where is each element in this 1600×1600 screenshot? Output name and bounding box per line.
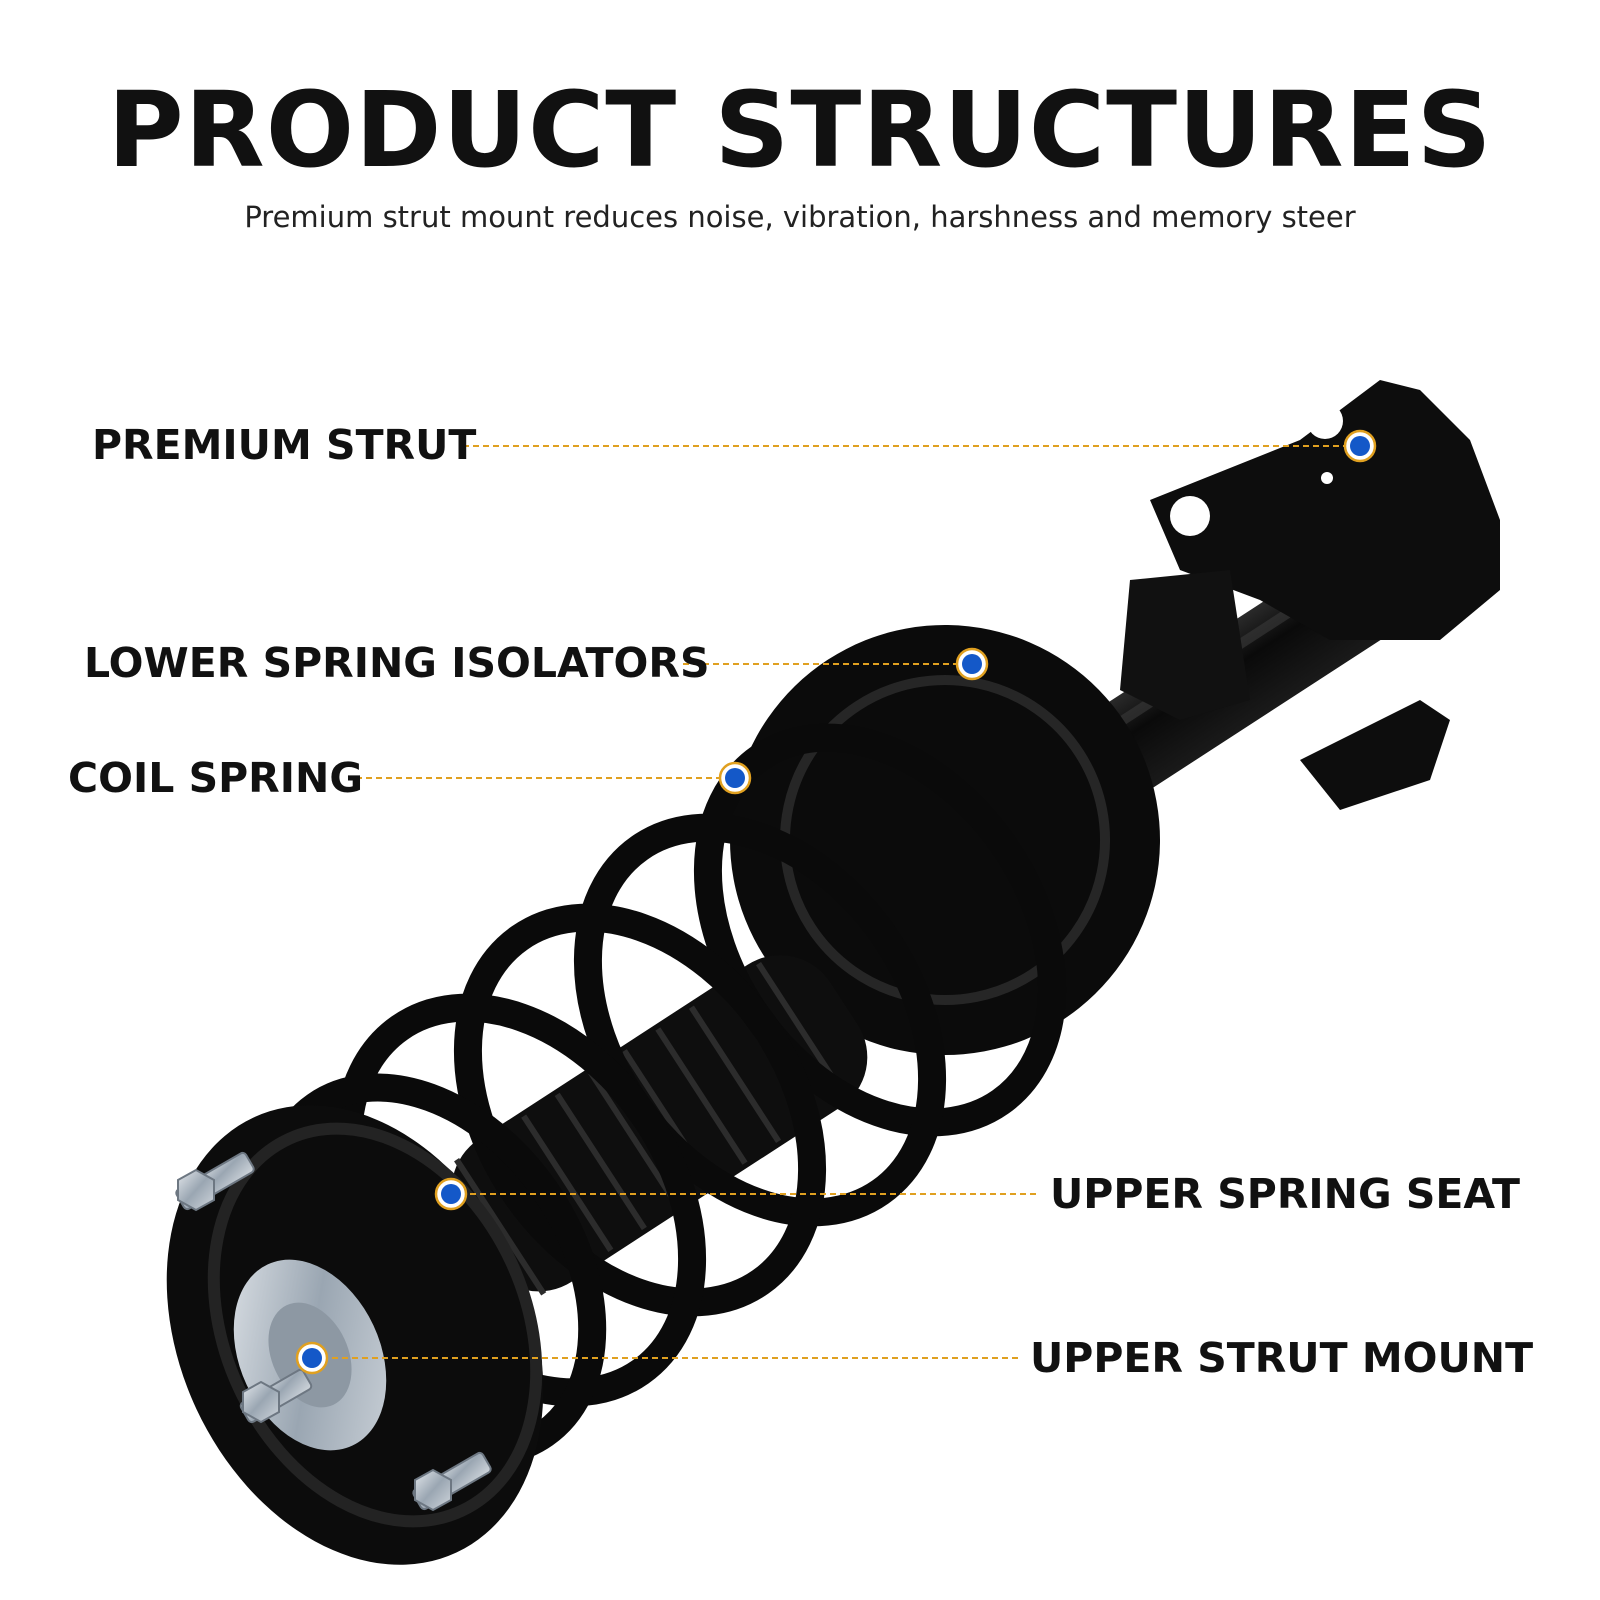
premium-strut-label: PREMIUM STRUT <box>92 421 477 469</box>
upper-spring-seat-label: UPPER SPRING SEAT <box>1050 1170 1520 1218</box>
callout-layer <box>295 429 1377 1375</box>
coil-spring-marker-dot <box>725 768 745 788</box>
upper-strut-mount-label: UPPER STRUT MOUNT <box>1030 1334 1534 1382</box>
coil-spring-label: COIL SPRING <box>68 754 363 802</box>
strut-bracket <box>1120 380 1500 810</box>
premium-strut-marker-dot <box>1350 436 1370 456</box>
upper-strut-mount-marker-dot <box>302 1348 322 1368</box>
page-subtitle: Premium strut mount reduces noise, vibra… <box>244 200 1356 234</box>
lower-spring-isolators-marker-dot <box>962 654 982 674</box>
mount-studs <box>175 1151 492 1512</box>
upper-mount-shape <box>166 1105 544 1565</box>
upper-spring-seat-marker-dot <box>441 1184 461 1204</box>
lower-spring-isolators-label: LOWER SPRING ISOLATORS <box>84 639 710 687</box>
page-title: PRODUCT STRUCTURES <box>107 69 1493 191</box>
